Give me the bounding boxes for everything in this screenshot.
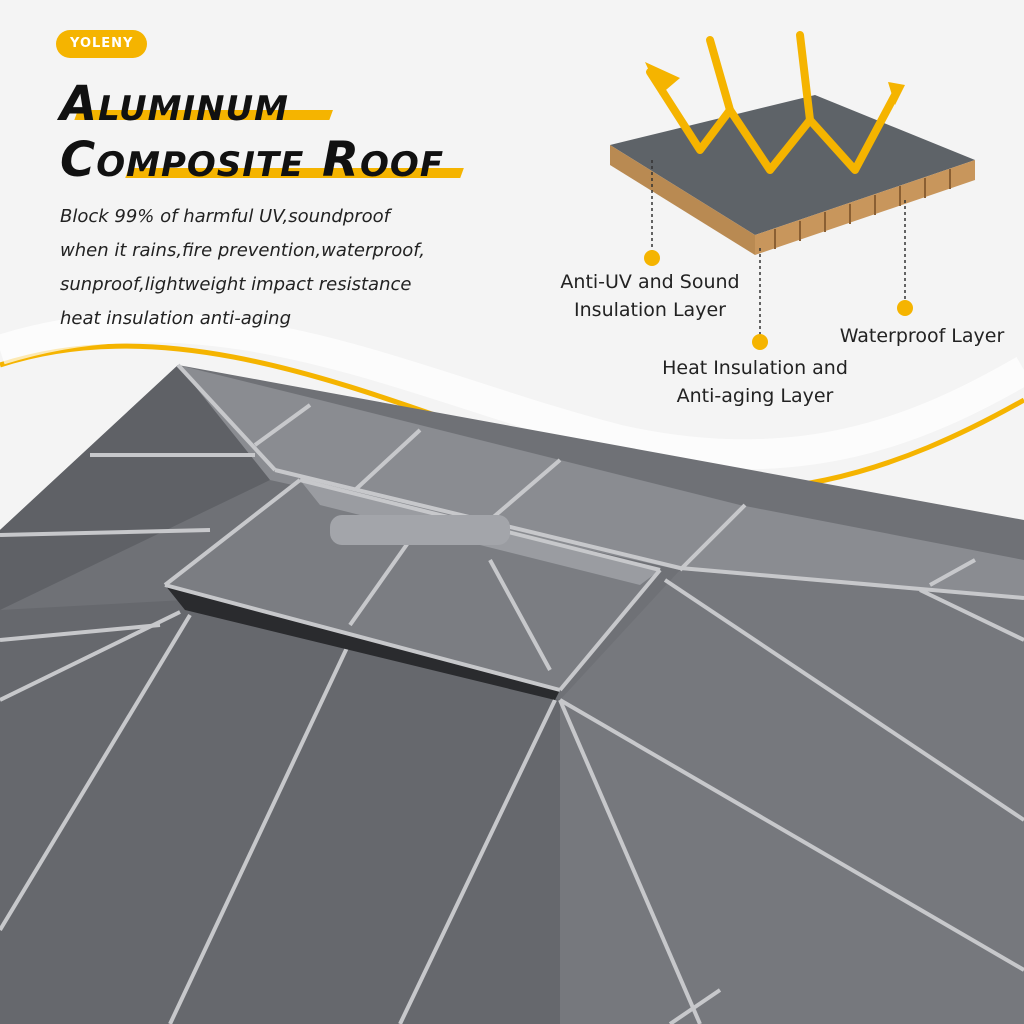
description-line: sunproof,lightweight impact resistance (60, 274, 412, 295)
sun-ray-arrows (646, 31, 899, 174)
headline-line-1: Aluminum (60, 76, 289, 132)
heat-insulation-layer-label: Heat Insulation and Anti-aging Layer (662, 357, 848, 407)
waterproof-marker-dot (897, 300, 913, 316)
anti-uv-marker-dot (644, 250, 660, 266)
anti-uv-layer-label: Anti-UV and Sound Insulation Layer (560, 271, 740, 321)
description-line: Block 99% of harmful UV,soundproof (60, 206, 391, 227)
panel-cross-section (610, 95, 975, 255)
heat-marker-dot (752, 334, 768, 350)
brand-badge: YOLENY (56, 30, 148, 58)
headline-line-2: Composite Roof (60, 132, 445, 188)
waterproof-layer-label: Waterproof Layer (839, 325, 1005, 347)
feature-description: Block 99% of harmful UV,soundproof when … (60, 200, 460, 336)
description-line: when it rains,fire prevention,waterproof… (60, 240, 425, 261)
callout-markers (644, 160, 913, 350)
description-line: heat insulation anti-aging (60, 308, 292, 329)
gazebo-roof (0, 363, 1024, 1024)
